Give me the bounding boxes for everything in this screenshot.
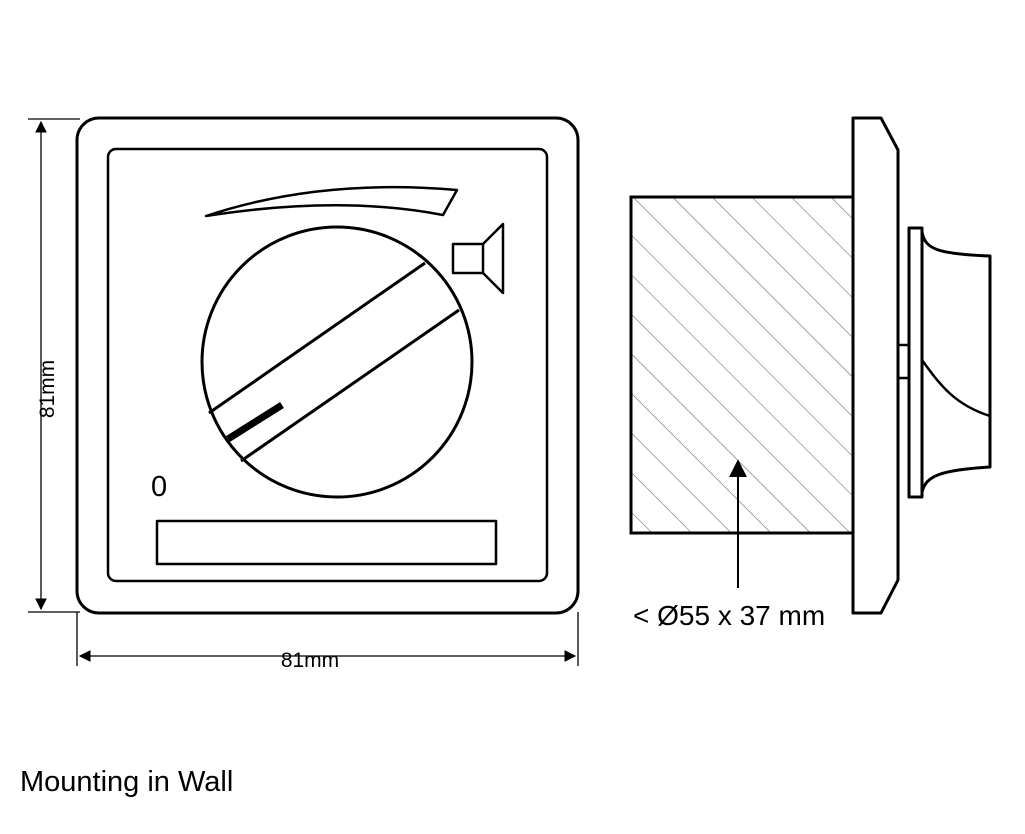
diagram-caption: Mounting in Wall	[20, 766, 234, 798]
label-field	[155, 519, 498, 566]
inner-plate	[106, 147, 549, 583]
height-dimension: 81mm	[28, 118, 80, 613]
cover-plate-profile	[851, 116, 900, 615]
rotary-knob	[200, 225, 474, 499]
cavity-size-label: < Ø55 x 37 mm	[633, 600, 825, 631]
side-view: < Ø55 x 37 mm	[629, 116, 992, 631]
zero-mark: 0	[151, 471, 167, 503]
knob-indicator-mark	[226, 402, 284, 442]
speaker-icon	[451, 222, 505, 295]
front-view: 0	[75, 116, 580, 615]
height-label: 81mm	[36, 360, 59, 418]
speed-scale-wedge	[204, 185, 459, 218]
wall-cavity	[629, 195, 855, 535]
knob-profile	[898, 226, 992, 499]
outer-frame	[75, 116, 580, 615]
width-dimension: 81mm	[76, 612, 579, 672]
width-label: 81mm	[281, 649, 339, 672]
